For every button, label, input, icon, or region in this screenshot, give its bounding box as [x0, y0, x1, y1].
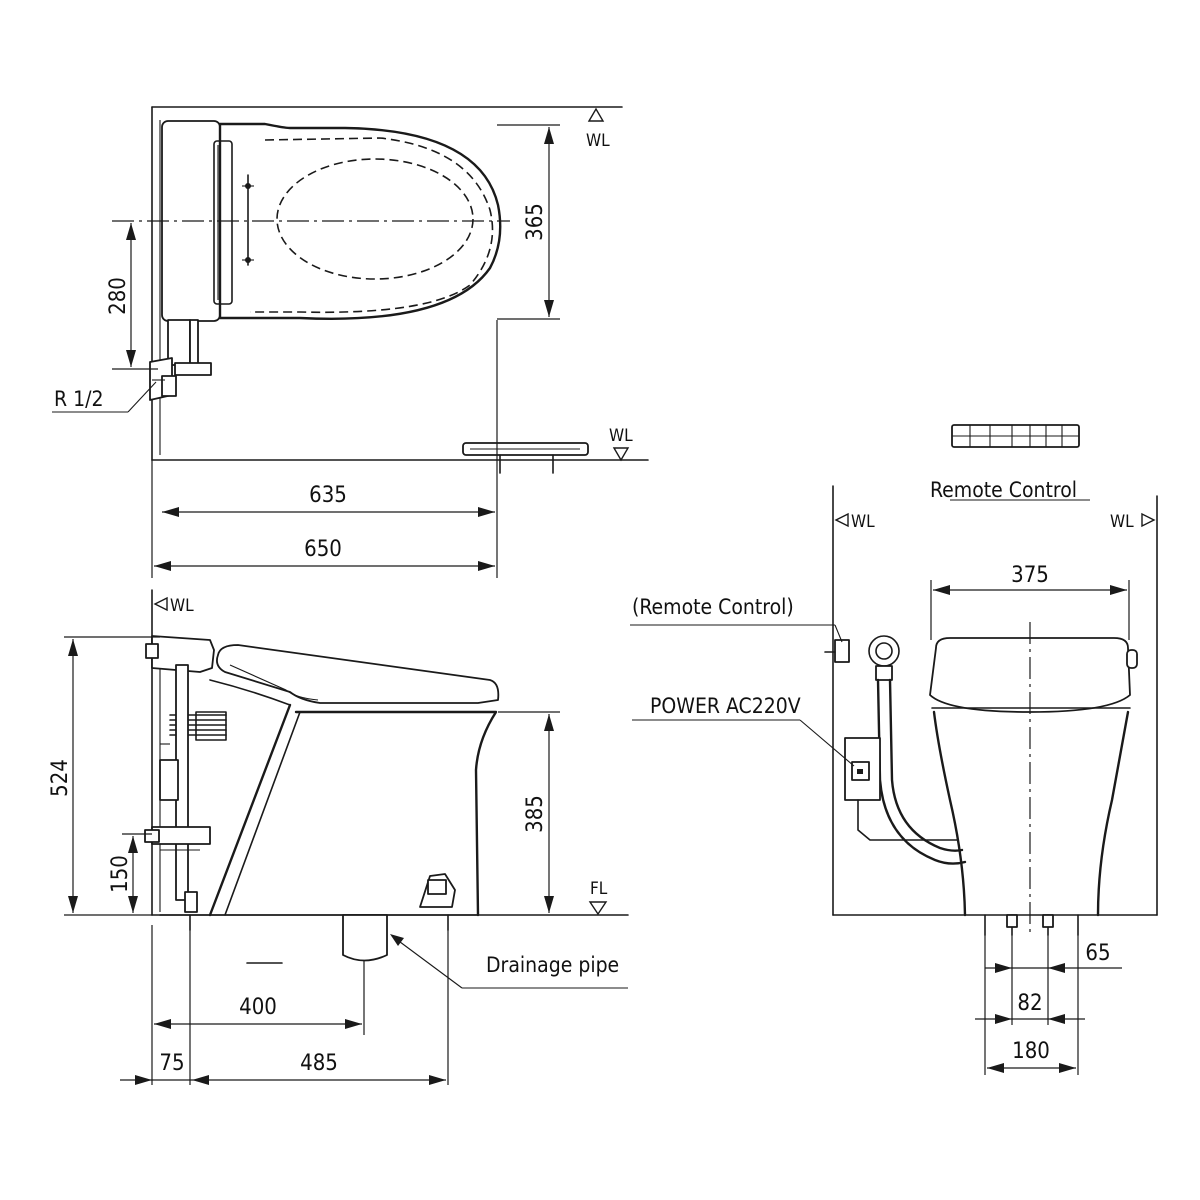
wl-label-side: WL [170, 596, 194, 616]
dim-635: 635 [309, 483, 347, 508]
wl-label-top-1: WL [586, 131, 610, 151]
dim-280: 280 [106, 277, 131, 315]
dim-400: 400 [239, 995, 277, 1020]
dim-65: 65 [1085, 941, 1110, 966]
dim-524: 524 [48, 759, 73, 797]
dim-82: 82 [1017, 991, 1042, 1016]
remote-control-icon [951, 424, 1080, 448]
fl-label: FL [590, 879, 608, 899]
label-r-half: R 1/2 [54, 387, 104, 411]
front-view: Remote Control WL WL 375 (Remote Control… [630, 424, 1158, 1075]
top-view: WL WL 365 280 R 1/2 635 650 [52, 106, 649, 578]
label-drainage-pipe: Drainage pipe [486, 953, 619, 977]
dim-180: 180 [1012, 1039, 1050, 1064]
dim-650: 650 [304, 537, 342, 562]
wl-label-front-left: WL [851, 512, 875, 532]
dim-485: 485 [300, 1051, 338, 1076]
dim-365: 365 [523, 203, 548, 241]
side-view: WL [48, 589, 629, 1085]
dim-75: 75 [159, 1051, 184, 1076]
dim-375: 375 [1011, 563, 1049, 588]
dim-385: 385 [523, 795, 548, 833]
label-remote-control-paren: (Remote Control) [632, 595, 794, 619]
wl-label-top-2: WL [609, 426, 633, 446]
label-remote-control: Remote Control [930, 478, 1077, 502]
wl-label-front-right: WL [1110, 512, 1134, 532]
label-power: POWER AC220V [650, 694, 801, 718]
dim-150: 150 [108, 855, 133, 893]
